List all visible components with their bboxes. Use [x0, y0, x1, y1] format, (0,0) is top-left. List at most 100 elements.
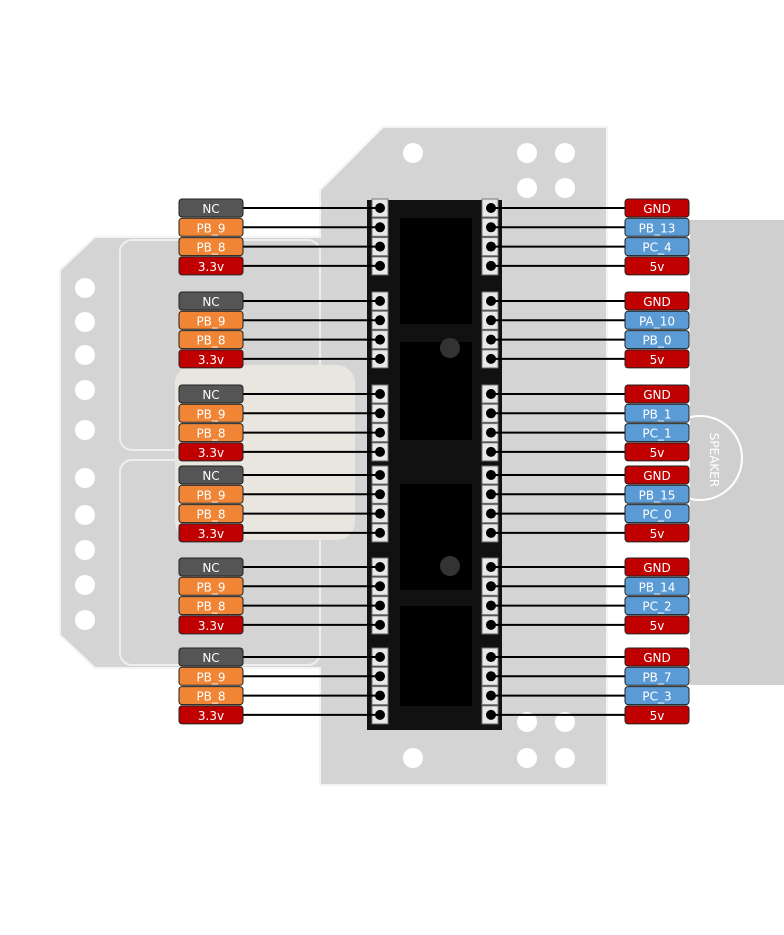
pin-dot	[375, 260, 385, 271]
right-pin-label-box	[624, 237, 690, 257]
left-pin-label-box	[178, 217, 244, 237]
pin-dot	[486, 222, 496, 233]
hole	[75, 468, 95, 488]
left-pin-label: PB_8	[196, 508, 225, 522]
capacitor	[440, 338, 460, 358]
right-pin-label: GND	[643, 388, 671, 402]
pin-dot	[486, 619, 496, 630]
pin-dot	[486, 408, 496, 419]
right-pin-label: PC_3	[642, 690, 671, 704]
left-pin-label-box	[178, 442, 244, 462]
pin-dot	[486, 446, 496, 457]
hole	[75, 610, 95, 630]
hole	[75, 505, 95, 525]
right-pin-label-box	[624, 217, 690, 237]
left-pin-label: PB_9	[196, 580, 225, 594]
pin-dot	[375, 619, 385, 630]
pin-dot	[486, 203, 496, 213]
speaker-silkscreen: SPEAKER	[707, 433, 721, 487]
left-pin-label-box	[178, 686, 244, 706]
left-pin-label-box	[178, 330, 244, 350]
mounting-holes	[75, 143, 575, 768]
left-pin-label-box	[178, 484, 244, 504]
right-pin-label-box	[624, 423, 690, 443]
hole	[555, 712, 575, 732]
right-pin-label-box	[624, 705, 690, 725]
pin-dot	[375, 600, 385, 611]
pin-dot	[375, 446, 385, 457]
left-pin-label-box	[178, 423, 244, 443]
left-pin-label-box	[178, 647, 244, 667]
right-pin-label: GND	[643, 295, 671, 309]
right-pin-label: PC_2	[642, 600, 671, 614]
left-pin-label: PB_9	[196, 314, 225, 328]
left-pin-label-box	[178, 666, 244, 686]
right-pin-label: PB_0	[642, 334, 671, 348]
left-pin-label-box	[178, 198, 244, 218]
left-pin-label: 3.3v	[198, 619, 224, 633]
pin-dot	[486, 508, 496, 519]
right-pin-label-box	[624, 686, 690, 706]
pin-dot	[375, 241, 385, 252]
left-pin-label: 3.3v	[198, 527, 224, 541]
hole	[517, 143, 537, 163]
right-pin-label-box	[624, 647, 690, 667]
pin-dot	[486, 600, 496, 611]
hole	[75, 575, 95, 595]
right-pin-label-box	[624, 615, 690, 635]
hole	[75, 278, 95, 298]
pin-dot	[486, 334, 496, 345]
left-pin-label-box	[178, 615, 244, 635]
hole	[75, 312, 95, 332]
pin-dot	[375, 389, 385, 399]
pin-dot	[375, 527, 385, 538]
right-pin-label-box	[624, 504, 690, 524]
right-pin-label: PB_1	[642, 407, 671, 421]
left-pin-label-box	[178, 705, 244, 725]
right-pin-label: 5v	[650, 709, 665, 723]
pin-dot	[486, 260, 496, 271]
pin-dot	[486, 527, 496, 538]
hole	[555, 748, 575, 768]
hole	[75, 540, 95, 560]
left-pin-label: PB_9	[196, 407, 225, 421]
right-pin-label: PB_15	[639, 488, 676, 502]
pin-dot	[375, 690, 385, 701]
hole	[517, 712, 537, 732]
pin-dot	[486, 581, 496, 592]
pin-dot	[486, 652, 496, 662]
left-pin-label-box	[178, 384, 244, 404]
left-pin-label: 3.3v	[198, 260, 224, 274]
right-pin-label-box	[624, 576, 690, 596]
right-pin-label-box	[624, 330, 690, 350]
pin-dot	[375, 315, 385, 326]
left-pin-label: NC	[202, 388, 219, 402]
pin-dot	[486, 389, 496, 399]
left-pin-label: NC	[202, 295, 219, 309]
right-pin-label: 5v	[650, 619, 665, 633]
capacitor	[440, 556, 460, 576]
right-pin-label: PB_14	[639, 580, 676, 594]
left-pin-label-box	[178, 237, 244, 257]
pin-dot	[375, 671, 385, 682]
pin-dot	[486, 241, 496, 252]
pin-dot	[486, 690, 496, 701]
pin-dot	[375, 562, 385, 572]
right-pin-label: 5v	[650, 446, 665, 460]
right-pin-label: 5v	[650, 353, 665, 367]
left-pin-label: PB_8	[196, 427, 225, 441]
pin-dot	[486, 562, 496, 572]
left-pin-label: PB_8	[196, 600, 225, 614]
hole	[75, 420, 95, 440]
left-pin-label-box	[178, 465, 244, 485]
left-pin-label: NC	[202, 561, 219, 575]
left-pin-label: PB_8	[196, 241, 225, 255]
left-pin-label: 3.3v	[198, 446, 224, 460]
left-pin-label: PB_8	[196, 334, 225, 348]
pin-dot	[375, 709, 385, 720]
hole	[517, 748, 537, 768]
right-pin-label: GND	[643, 561, 671, 575]
hole	[555, 178, 575, 198]
left-pin-label: 3.3v	[198, 353, 224, 367]
